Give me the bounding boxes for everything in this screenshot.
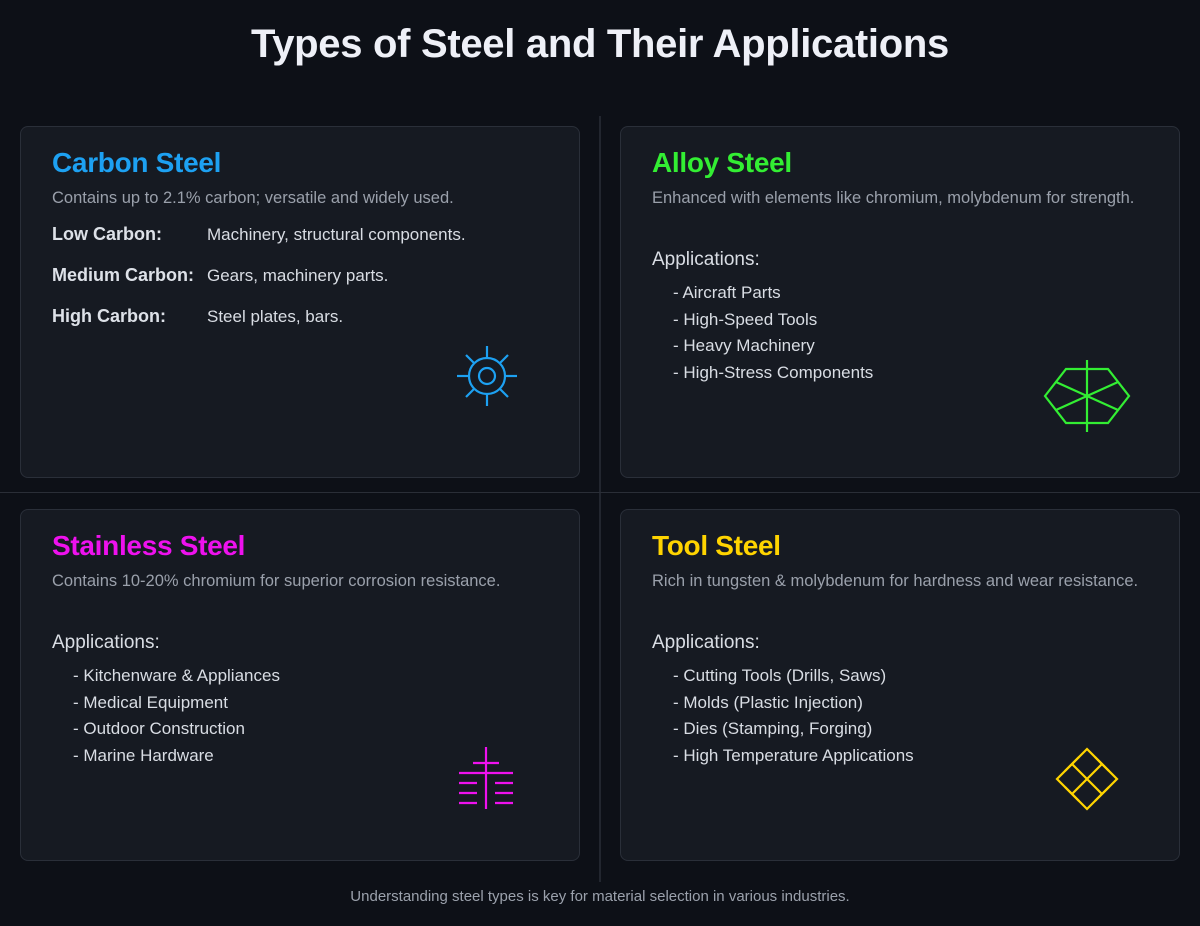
list-item: - Aircraft Parts xyxy=(673,283,781,302)
list-item: - High-Speed Tools xyxy=(673,309,818,329)
cross-bars-icon xyxy=(459,747,513,809)
page-title: Types of Steel and Their Applications xyxy=(251,22,949,66)
list-item: - Heavy Machinery xyxy=(673,336,815,356)
applications-heading: Applications: xyxy=(652,632,760,653)
list-item: - Marine Hardware xyxy=(73,745,214,765)
vertical-divider xyxy=(599,116,601,882)
card-title: Tool Steel xyxy=(652,530,781,561)
list-item: - Medical Equipment xyxy=(73,692,228,712)
card-description: Contains up to 2.1% carbon; versatile an… xyxy=(52,189,454,207)
grade-label: High Carbon: xyxy=(52,306,166,326)
list-item: - Outdoor Construction xyxy=(73,719,245,739)
footer-note: Understanding steel types is key for mat… xyxy=(350,888,850,905)
grade-value: Gears, machinery parts. xyxy=(207,266,389,285)
list-item: - Cutting Tools (Drills, Saws) xyxy=(673,666,887,685)
list-item: - Kitchenware & Appliances xyxy=(73,666,280,685)
card-title: Alloy Steel xyxy=(652,147,792,178)
grade-row-high: High Carbon: Steel plates, bars. xyxy=(52,306,343,327)
applications-heading: Applications: xyxy=(52,632,160,653)
card-carbon-steel: Carbon Steel Contains up to 2.1% carbon;… xyxy=(20,126,580,478)
grade-value: Machinery, structural components. xyxy=(207,225,466,244)
applications-list: - Aircraft Parts - High-Speed Tools - He… xyxy=(673,283,873,389)
grade-label: Low Carbon: xyxy=(52,224,162,244)
card-title: Carbon Steel xyxy=(52,147,222,178)
grade-row-low: Low Carbon: Machinery, structural compone… xyxy=(52,224,466,245)
list-item: - Molds (Plastic Injection) xyxy=(673,692,863,712)
horizontal-divider xyxy=(0,492,1200,493)
list-item: - High Temperature Applications xyxy=(673,745,914,765)
grade-label: Medium Carbon: xyxy=(52,265,194,285)
grade-row-medium: Medium Carbon: Gears, machinery parts. xyxy=(52,265,388,286)
gear-sun-icon xyxy=(457,346,517,406)
applications-heading: Applications: xyxy=(652,249,760,270)
diamond-grid-icon xyxy=(1055,747,1119,811)
card-description: Contains 10-20% chromium for superior co… xyxy=(52,572,501,590)
applications-list: - Cutting Tools (Drills, Saws) - Molds (… xyxy=(673,666,914,772)
card-description: Rich in tungsten & molybdenum for hardne… xyxy=(652,572,1139,590)
list-item: - High-Stress Components xyxy=(673,362,874,382)
card-tool-steel: Tool Steel Rich in tungsten & molybdenum… xyxy=(620,509,1180,861)
card-alloy-steel: Alloy Steel Enhanced with elements like … xyxy=(620,126,1180,478)
list-item: - Dies (Stamping, Forging) xyxy=(673,719,873,739)
card-title: Stainless Steel xyxy=(52,530,246,561)
grade-value: Steel plates, bars. xyxy=(207,307,344,326)
hexagon-lattice-icon xyxy=(1043,360,1131,432)
applications-list: - Kitchenware & Appliances - Medical Equ… xyxy=(73,666,280,772)
card-description: Enhanced with elements like chromium, mo… xyxy=(652,189,1135,207)
card-stainless-steel: Stainless Steel Contains 10-20% chromium… xyxy=(20,509,580,861)
